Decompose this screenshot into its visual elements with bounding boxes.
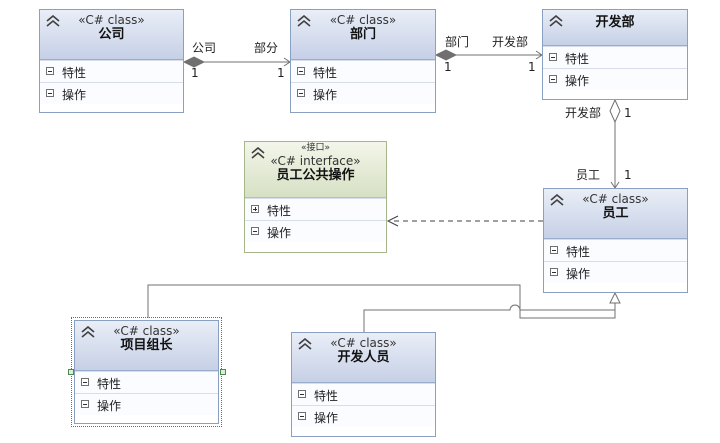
collapse-minus-icon[interactable]	[298, 412, 306, 420]
class-header[interactable]: «C# class» 项目组长	[75, 321, 218, 371]
inheritance-arrow-icon	[609, 291, 621, 304]
compartment-label: 特性	[314, 389, 339, 403]
role-label-source: 部门	[445, 35, 470, 49]
class-header[interactable]: «C# class» 部门	[291, 10, 435, 60]
stereotype-label: «接口»	[300, 143, 330, 153]
collapse-minus-icon[interactable]	[251, 227, 259, 235]
compartment-operations[interactable]: 操作	[75, 393, 218, 415]
collapse-minus-icon[interactable]	[46, 67, 54, 75]
compartment-label: 操作	[62, 88, 87, 102]
compartment-label: 特性	[313, 66, 338, 80]
interface-employee-common-ops[interactable]: «接口» «C# interface» 员工公共操作 特性 操作	[244, 141, 387, 253]
multiplicity-label: 1	[528, 60, 536, 74]
connector-developer-inheritance[interactable]	[363, 304, 615, 332]
collapse-chevron-icon[interactable]	[549, 15, 563, 27]
interface-name[interactable]: 员工公共操作	[276, 168, 355, 183]
arrow-head-icon	[386, 215, 399, 227]
compartment-operations[interactable]: 操作	[40, 82, 183, 104]
collapse-chevron-icon[interactable]	[251, 147, 265, 159]
compartment-label: 操作	[97, 399, 122, 413]
role-label-target: 部分	[254, 41, 279, 55]
class-name[interactable]: 项目组长	[120, 338, 173, 353]
aggregation-diamond-icon	[609, 98, 621, 124]
compartment-label: 操作	[565, 74, 590, 88]
resize-handle-right[interactable]	[220, 369, 226, 375]
compartment-properties[interactable]: 特性	[245, 198, 386, 220]
multiplicity-label: 1	[624, 168, 632, 182]
collapse-minus-icon[interactable]	[298, 390, 306, 398]
role-label-source: 开发部	[565, 106, 602, 120]
class-header[interactable]: «C# class» 员工	[544, 189, 687, 239]
collapse-minus-icon[interactable]	[46, 89, 54, 97]
collapse-chevron-icon[interactable]	[550, 194, 564, 206]
expand-plus-icon[interactable]	[251, 205, 259, 213]
connector-teamlead-inheritance[interactable]	[147, 284, 616, 319]
compartment-operations[interactable]: 操作	[544, 261, 687, 283]
collapse-chevron-icon[interactable]	[298, 338, 312, 350]
multiplicity-label: 1	[444, 60, 452, 74]
class-name[interactable]: 部门	[349, 27, 376, 42]
class-name[interactable]: 开发人员	[337, 350, 390, 365]
compartment-label: 操作	[566, 267, 591, 281]
class-company[interactable]: «C# class» 公司 特性 操作	[39, 9, 184, 113]
multiplicity-label: 1	[277, 66, 285, 80]
composition-diamond-icon	[182, 56, 206, 68]
class-name[interactable]: 开发部	[595, 15, 635, 30]
class-header[interactable]: 开发部	[543, 10, 687, 46]
compartment-label: 特性	[97, 377, 122, 391]
compartment-label: 操作	[267, 226, 292, 240]
collapse-minus-icon[interactable]	[81, 400, 89, 408]
stereotype-label: «C# interface»	[270, 154, 361, 168]
multiplicity-label: 1	[191, 66, 199, 80]
collapse-minus-icon[interactable]	[549, 75, 557, 83]
compartment-label: 特性	[62, 66, 87, 80]
stereotype-label: «C# class»	[113, 324, 180, 338]
collapse-minus-icon[interactable]	[550, 268, 558, 276]
collapse-minus-icon[interactable]	[81, 378, 89, 386]
class-dev-department[interactable]: 开发部 特性 操作	[542, 9, 688, 100]
compartment-operations[interactable]: 操作	[291, 82, 435, 104]
compartment-label: 特性	[565, 52, 590, 66]
collapse-minus-icon[interactable]	[549, 53, 557, 61]
interface-header[interactable]: «接口» «C# interface» 员工公共操作	[245, 142, 386, 198]
collapse-minus-icon[interactable]	[297, 67, 305, 75]
composition-diamond-icon	[434, 49, 458, 61]
class-header[interactable]: «C# class» 开发人员	[292, 333, 435, 383]
collapse-chevron-icon[interactable]	[46, 15, 60, 27]
compartment-label: 特性	[267, 204, 292, 218]
compartment-operations[interactable]: 操作	[245, 220, 386, 242]
collapse-minus-icon[interactable]	[297, 89, 305, 97]
role-label-source: 公司	[192, 41, 217, 55]
stereotype-label: «C# class»	[582, 192, 649, 206]
collapse-chevron-icon[interactable]	[297, 15, 311, 27]
multiplicity-label: 1	[624, 106, 632, 120]
compartment-label: 特性	[566, 245, 591, 259]
compartment-label: 操作	[313, 88, 338, 102]
compartment-operations[interactable]: 操作	[292, 405, 435, 427]
class-name[interactable]: 员工	[602, 206, 629, 221]
class-name[interactable]: 公司	[98, 27, 125, 42]
role-label-target: 开发部	[492, 35, 529, 49]
class-employee[interactable]: «C# class» 员工 特性 操作	[543, 188, 688, 293]
compartment-properties[interactable]: 特性	[544, 239, 687, 261]
role-label-target: 员工	[576, 168, 601, 182]
compartment-properties[interactable]: 特性	[75, 371, 218, 393]
resize-handle-left[interactable]	[68, 369, 74, 375]
class-department[interactable]: «C# class» 部门 特性 操作	[290, 9, 436, 113]
class-header[interactable]: «C# class» 公司	[40, 10, 183, 60]
compartment-properties[interactable]: 特性	[292, 383, 435, 405]
collapse-chevron-icon[interactable]	[81, 326, 95, 338]
stereotype-label: «C# class»	[330, 336, 397, 350]
compartment-properties[interactable]: 特性	[543, 46, 687, 68]
stereotype-label: «C# class»	[329, 13, 397, 27]
class-team-lead[interactable]: «C# class» 项目组长 特性 操作	[71, 317, 222, 427]
compartment-properties[interactable]: 特性	[40, 60, 183, 82]
compartment-label: 操作	[314, 411, 339, 425]
compartment-properties[interactable]: 特性	[291, 60, 435, 82]
class-developer[interactable]: «C# class» 开发人员 特性 操作	[291, 332, 436, 437]
compartment-operations[interactable]: 操作	[543, 68, 687, 90]
collapse-minus-icon[interactable]	[550, 246, 558, 254]
stereotype-label: «C# class»	[78, 13, 145, 27]
